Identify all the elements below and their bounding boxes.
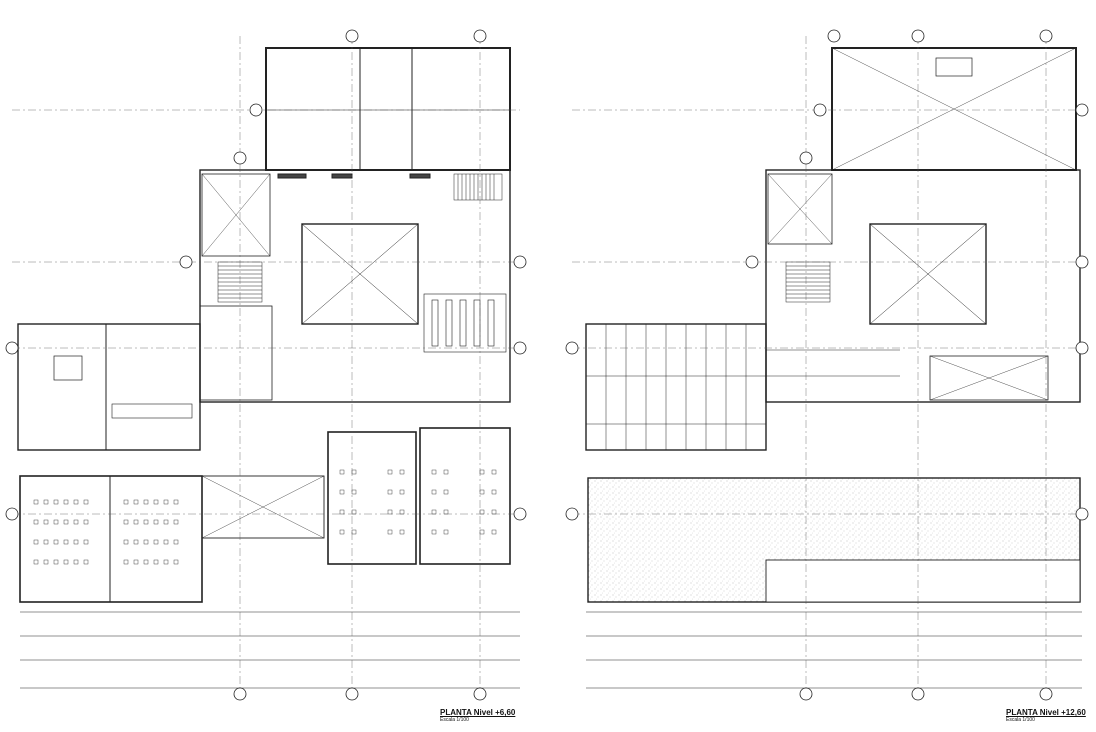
grid-bubbles-right xyxy=(565,29,1089,701)
auditorium-1 xyxy=(327,431,417,565)
classroom-1 xyxy=(19,475,203,603)
stair-right xyxy=(453,173,503,201)
top-block-wall xyxy=(265,47,511,171)
sheet-title: PLANTA Nivel +12,60 xyxy=(1006,708,1086,717)
title-block-right: PLANTA Nivel +12,60 Escala 1/100 xyxy=(1006,708,1086,723)
void-courtyard xyxy=(301,223,419,325)
void-2 xyxy=(201,475,325,539)
title-block-left: PLANTA Nivel +6,60 Escala 1/100 xyxy=(440,708,515,723)
chairs xyxy=(33,469,497,565)
left-wing-wall xyxy=(17,323,201,451)
central-block-wall xyxy=(199,169,511,403)
floor-plan-level-12-60 xyxy=(565,29,1089,701)
sheet-scale: Escala 1/100 xyxy=(440,717,469,723)
grid-bubbles-left xyxy=(5,29,527,701)
stair-r xyxy=(785,261,831,303)
grid-axes-left xyxy=(12,36,520,700)
central-block-wall-r xyxy=(765,169,1081,403)
void-courtyard-r xyxy=(869,223,987,325)
sheet-title: PLANTA Nivel +6,60 xyxy=(440,708,516,717)
sheet-scale: Escala 1/100 xyxy=(1006,717,1035,723)
floor-plan-level-6-60 xyxy=(5,29,527,701)
library-shelves xyxy=(423,293,507,353)
auditorium-2 xyxy=(419,427,511,565)
grid-axes-right xyxy=(572,36,1082,700)
pergola-beams xyxy=(586,324,900,450)
terrace-pergola xyxy=(585,323,767,451)
